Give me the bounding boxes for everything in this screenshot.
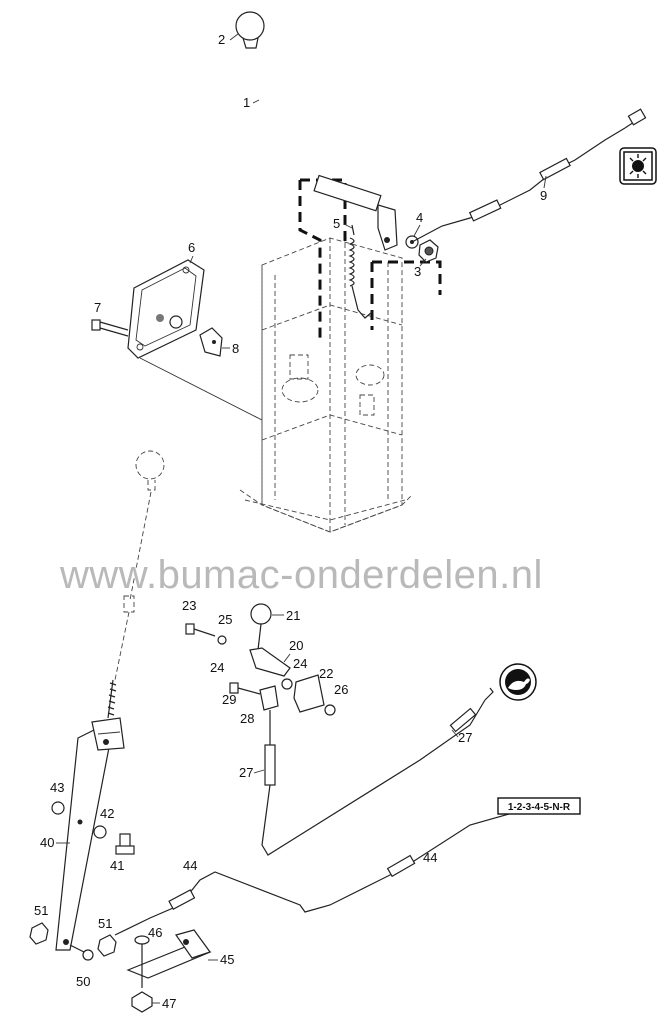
flange-nut: [131, 991, 153, 1013]
callout-29: 29: [222, 692, 236, 707]
lock-nut: [418, 239, 439, 263]
carriage-bolt: [134, 935, 150, 988]
callout-50: 50: [76, 974, 90, 989]
callout-8: 7: [94, 300, 101, 315]
hare-speed-icon: [499, 663, 537, 701]
model-code-box: 1-2-3-4-5-N-R: [497, 797, 581, 815]
detent-bracket: [199, 327, 223, 357]
callout-1: 1: [243, 95, 250, 110]
guide-line-left: [300, 178, 347, 245]
callout-2: 2: [218, 32, 225, 47]
guide-line-right: [372, 260, 442, 295]
control-plate: [127, 259, 205, 359]
extension-rod: [107, 450, 165, 719]
throttle-cable: [261, 699, 486, 856]
callout-44-left: 44: [183, 858, 197, 873]
blade-engage-icon: [619, 147, 657, 185]
callout-46: 46: [148, 925, 162, 940]
callout-40: 40: [40, 835, 54, 850]
guide-line-left-lower: [298, 180, 322, 340]
callout-22: 22: [319, 666, 333, 681]
callout-44-right: 44: [423, 850, 437, 865]
callout-4: 4: [416, 210, 423, 225]
shift-lever: [251, 54, 398, 251]
mounting-screw: [91, 319, 129, 337]
callout-28: 28: [240, 711, 254, 726]
callout-7: 8: [232, 341, 239, 356]
callout-25: 25: [218, 612, 232, 627]
callout-47: 47: [162, 996, 176, 1011]
lock-nut: [29, 922, 49, 945]
callout-41: 41: [110, 858, 124, 873]
tension-spring: [348, 224, 373, 319]
shoulder-bolt: [115, 833, 135, 855]
lock-nut: [97, 934, 117, 957]
watermark-text: www.bumac-onderdelen.nl: [59, 553, 543, 597]
throttle-lever-assembly: [185, 603, 336, 801]
callout-labels: 2 1 6 5 4 3 9 7 8 23 25 21 20 24 24 22 2…: [34, 32, 547, 1011]
callout-43: 43: [50, 780, 64, 795]
leader-line: [139, 357, 263, 421]
callout-51-left: 51: [34, 903, 48, 918]
frame-housing: [239, 237, 413, 533]
cable-hook: [484, 687, 494, 701]
callout-45: 45: [220, 952, 234, 967]
callout-23: 23: [182, 598, 196, 613]
callout-27-right: 27: [458, 730, 472, 745]
model-code-label: 1-2-3-4-5-N-R: [508, 802, 571, 813]
cable-end: [449, 707, 477, 733]
callout-26: 26: [334, 682, 348, 697]
washer: [93, 825, 107, 839]
ball-joint: [69, 944, 94, 961]
lever-arm: [55, 717, 125, 951]
callout-21: 21: [286, 608, 300, 623]
shift-cable-lower: [114, 801, 541, 936]
callout-24-right: 24: [293, 656, 307, 671]
callout-51-right: 51: [98, 916, 112, 931]
control-cable-upper: [411, 108, 647, 243]
lever-knob: [235, 11, 265, 49]
callout-42: 42: [100, 806, 114, 821]
cable-bracket: [126, 929, 212, 979]
callout-24-left: 24: [210, 660, 224, 675]
callout-9: 9: [540, 188, 547, 203]
washer: [51, 801, 65, 815]
callout-27-left: 27: [239, 765, 253, 780]
callout-20: 20: [289, 638, 303, 653]
callout-6: 6: [188, 240, 195, 255]
callout-3: 3: [414, 264, 421, 279]
callout-5: 5: [333, 216, 340, 231]
